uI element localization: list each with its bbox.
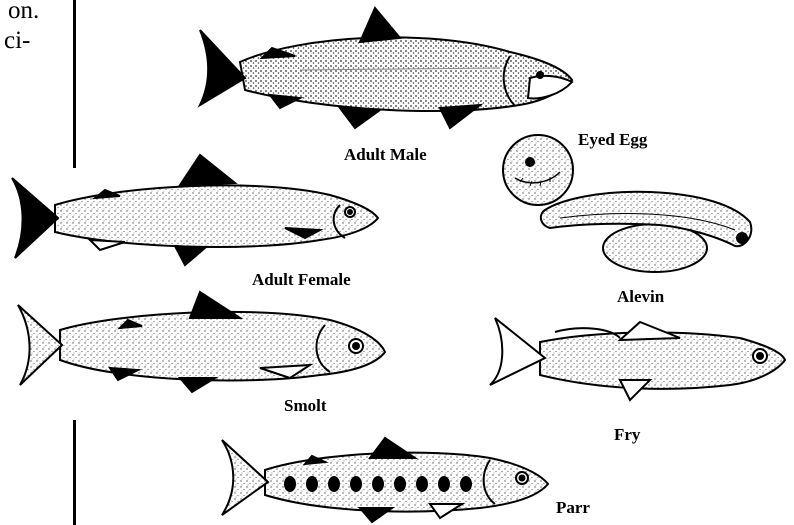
eyed-egg	[503, 135, 573, 205]
label-adult-male: Adult Male	[344, 145, 427, 165]
label-adult-female: Adult Female	[252, 270, 351, 290]
label-eyed-egg: Eyed Egg	[578, 130, 647, 150]
fry-fish	[490, 318, 785, 400]
label-parr: Parr	[556, 498, 590, 518]
adult-female-fish	[12, 155, 378, 265]
adult-male-fish	[200, 8, 572, 128]
label-smolt: Smolt	[284, 396, 327, 416]
label-alevin: Alevin	[617, 287, 664, 307]
label-fry: Fry	[614, 425, 640, 445]
parr-fish	[222, 438, 548, 522]
alevin	[541, 192, 751, 272]
smolt-fish	[18, 292, 385, 392]
